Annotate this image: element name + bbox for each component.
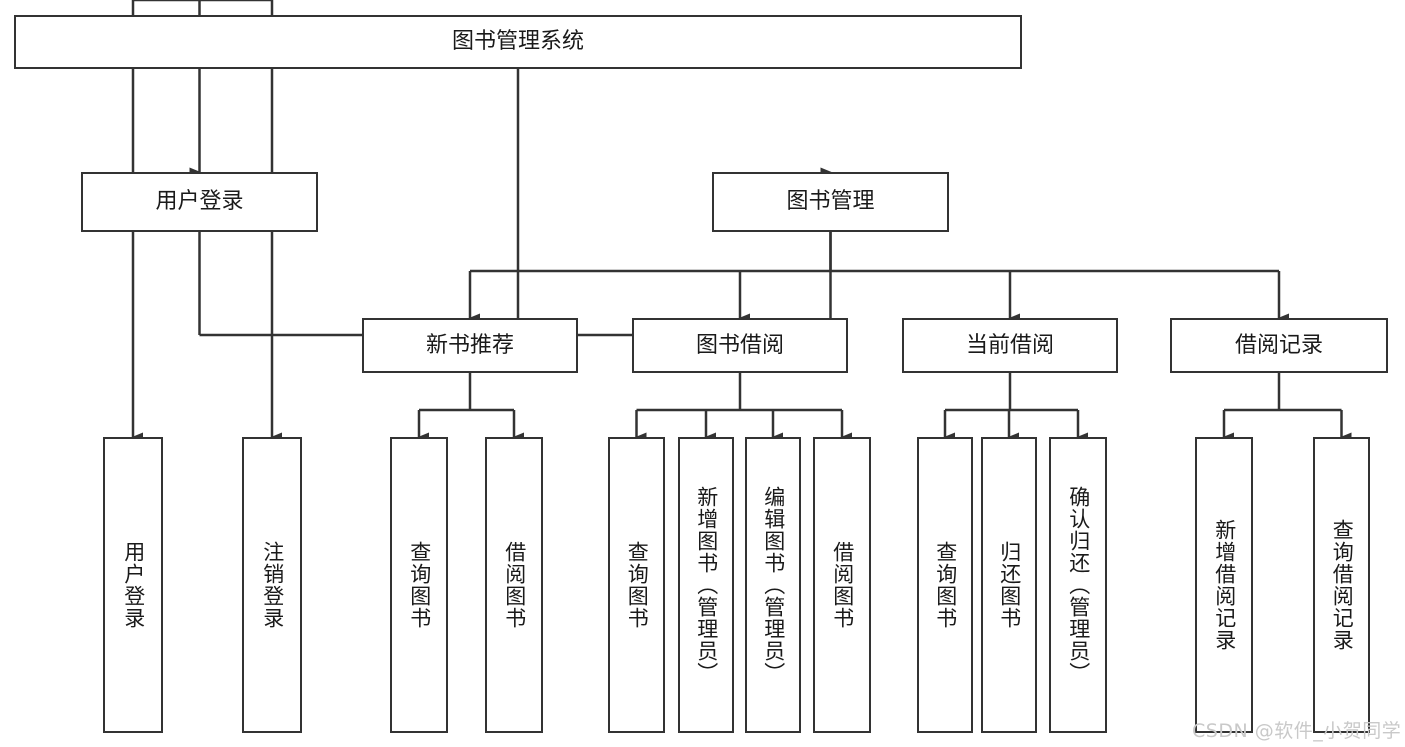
node-label-leaf-confirm-return: 确认归还（管理员） [1066, 486, 1091, 684]
node-leaf-edit-book[interactable]: 编辑图书（管理员） [745, 437, 801, 733]
node-new-book-rec[interactable]: 新书推荐 [362, 318, 578, 373]
node-label-leaf-query-book-3: 查询图书 [933, 541, 958, 629]
node-leaf-user-login[interactable]: 用户登录 [103, 437, 163, 733]
node-user-login[interactable]: 用户登录 [81, 172, 318, 232]
node-label-book-manage: 图书管理 [786, 189, 875, 215]
node-book-manage[interactable]: 图书管理 [712, 172, 949, 232]
node-label-leaf-add-record: 新增借阅记录 [1212, 519, 1237, 651]
node-leaf-borrow-book-2[interactable]: 借阅图书 [813, 437, 871, 733]
node-label-book-borrow: 图书借阅 [695, 332, 784, 358]
node-label-leaf-query-record: 查询借阅记录 [1330, 519, 1355, 651]
node-leaf-borrow-book-1[interactable]: 借阅图书 [485, 437, 543, 733]
node-label-leaf-query-book-1: 查询图书 [407, 541, 432, 629]
node-root[interactable]: 图书管理系统 [14, 15, 1022, 69]
node-label-leaf-borrow-book-1: 借阅图书 [502, 541, 527, 629]
node-label-leaf-user-login: 用户登录 [121, 541, 146, 629]
node-leaf-confirm-return[interactable]: 确认归还（管理员） [1049, 437, 1107, 733]
node-label-user-login: 用户登录 [155, 189, 244, 215]
watermark-text: CSDN @软件_小贺同学 [1192, 720, 1402, 742]
node-label-root: 图书管理系统 [451, 29, 584, 55]
node-label-leaf-edit-book: 编辑图书（管理员） [761, 486, 786, 684]
node-leaf-logout[interactable]: 注销登录 [242, 437, 302, 733]
node-label-leaf-borrow-book-2: 借阅图书 [830, 541, 855, 629]
node-leaf-add-record[interactable]: 新增借阅记录 [1195, 437, 1253, 733]
node-label-leaf-logout: 注销登录 [260, 541, 285, 629]
node-current-borrow[interactable]: 当前借阅 [902, 318, 1118, 373]
node-borrow-record[interactable]: 借阅记录 [1170, 318, 1388, 373]
node-label-new-book-rec: 新书推荐 [425, 332, 514, 358]
node-leaf-query-book-1[interactable]: 查询图书 [390, 437, 448, 733]
node-label-borrow-record: 借阅记录 [1234, 332, 1323, 358]
node-leaf-query-record[interactable]: 查询借阅记录 [1313, 437, 1370, 733]
node-label-leaf-query-book-2: 查询图书 [625, 541, 650, 629]
node-leaf-return-book[interactable]: 归还图书 [981, 437, 1037, 733]
node-book-borrow[interactable]: 图书借阅 [632, 318, 848, 373]
node-label-leaf-add-book: 新增图书（管理员） [694, 486, 719, 684]
node-label-current-borrow: 当前借阅 [965, 332, 1054, 358]
node-leaf-query-book-3[interactable]: 查询图书 [917, 437, 973, 733]
node-label-leaf-return-book: 归还图书 [997, 541, 1022, 629]
node-leaf-add-book[interactable]: 新增图书（管理员） [678, 437, 734, 733]
node-leaf-query-book-2[interactable]: 查询图书 [608, 437, 665, 733]
